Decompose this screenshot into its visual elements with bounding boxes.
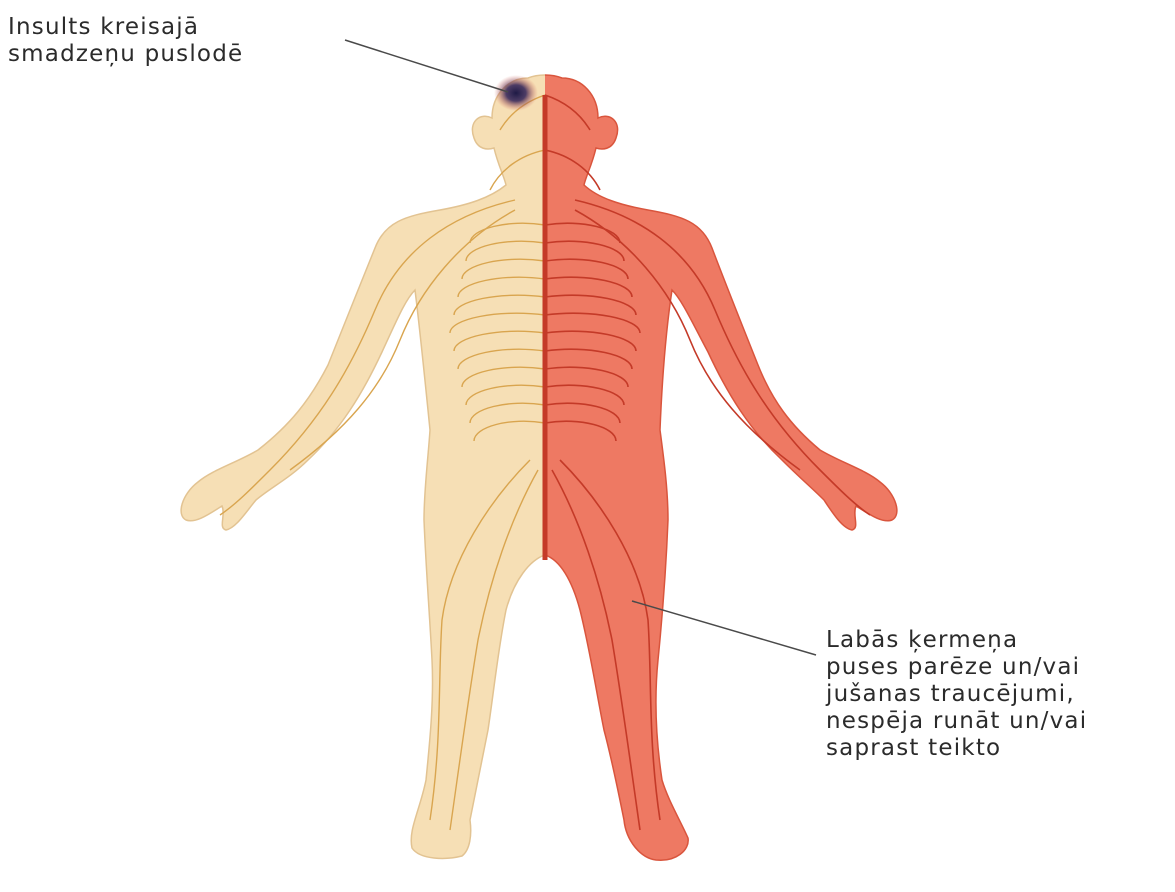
leader-line-top [345, 40, 508, 92]
stroke-lesion-marker [494, 75, 538, 111]
symptoms-label: Labās ķermeņa puses parēze un/vai jušana… [826, 627, 1087, 762]
symptoms-line-4: nespēja runāt un/vai [826, 708, 1087, 735]
symptoms-line-1: Labās ķermeņa [826, 627, 1087, 654]
symptoms-line-5: saprast teikto [826, 735, 1087, 762]
symptoms-line-2: puses parēze un/vai [826, 654, 1087, 681]
stroke-location-line-2: smadzeņu puslodē [8, 41, 243, 68]
stroke-location-label: Insults kreisajā smadzeņu puslodē [8, 14, 243, 68]
stroke-location-line-1: Insults kreisajā [8, 14, 243, 41]
symptoms-line-3: jušanas traucējumi, [826, 681, 1087, 708]
